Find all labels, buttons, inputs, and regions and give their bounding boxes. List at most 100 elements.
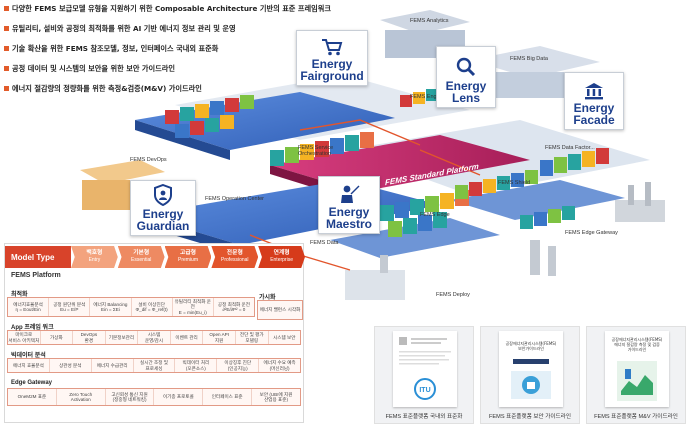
section-title: 최적화 <box>11 292 28 298</box>
bullet-item: 유틸리티, 설비와 공정의 최적화를 위한 AI 기반 에너지 정보 관리 및 … <box>4 24 374 33</box>
label-fems-edge: FEMS Edge <box>420 212 450 218</box>
callout-energy-lens: Energy Lens <box>436 46 496 108</box>
section-cells: 에너지 밸런스 시각화 <box>257 300 303 320</box>
bullet-item: 공정 데이터 및 시스템의 보안을 위한 보안 가이드라인 <box>4 64 374 73</box>
section-cells: 마이크로 서비스 아키텍처 가상화 DevOps 환경 기본정보관리 시스템 운… <box>7 330 301 345</box>
label-fems-data: FEMS Data <box>310 240 339 246</box>
label-fems-edge-gateway: FEMS Edge Gateway <box>565 230 618 236</box>
section-title: App 프레임 워크 <box>11 325 54 331</box>
shield-person-icon <box>154 184 172 206</box>
document-header: 공장에너지관리시스템(FEMS) 에너지 절감량 측정 및 검증 가이드라인 <box>611 337 663 352</box>
section-big-data-analysis: 빅데이터 분석 에너지 효율분석 상관성 분석 에너지 수급관리 실시간 조정 … <box>7 350 301 373</box>
svg-text:ITU: ITU <box>419 387 430 394</box>
document-page: ITU <box>393 331 457 407</box>
capability-cell: 시스템 운영/감시 <box>138 331 171 344</box>
section-title: 빅데이터 분석 <box>11 353 46 359</box>
capability-cell: 마이크로 서비스 아키텍처 <box>8 331 41 344</box>
label-fems-data-factory: FEMS Data Factor... <box>545 145 595 151</box>
document-caption: FEMS 표준플랫폼 국내외 표준화 <box>385 414 463 420</box>
bullet-square-icon <box>4 46 9 51</box>
document-page: 공장에너지관리시스템(FEMS) 에너지 절감량 측정 및 검증 가이드라인 <box>605 331 669 407</box>
callout-title: Energy Maestro <box>325 205 372 231</box>
bullet-item: 기술 확산을 위한 FEMS 참조모델, 정보, 인터페이스 국내외 표준화 <box>4 44 374 53</box>
capability-cell: 에너지 효율분석 <box>8 359 50 372</box>
conductor-icon <box>341 185 360 203</box>
capability-cell: 실시간 조정 및 프로세싱 <box>134 359 176 372</box>
capability-cell: 이상징후 진단 (인공지능) <box>217 359 260 372</box>
capability-cell: 빅데이터 처리 (오픈소스) <box>175 359 218 372</box>
capability-cell: 전단 및 평가 모델링 <box>236 331 269 344</box>
section-optimization: 최적화 에너지효율분석 η = Eout/Ein 공정 원단위 분석 Eu = … <box>7 289 255 317</box>
bank-building-icon <box>585 83 603 100</box>
callout-title: Energy Fairground <box>300 57 364 83</box>
capability-cell: 인터페이스 표준 <box>203 389 253 405</box>
document-card: 공장에너지관리시스템(FEMS) 보안가이드라인 FEMS 표준플랫폼 보안 가… <box>480 326 580 424</box>
document-caption: FEMS 표준플랫폼 보안 가이드라인 <box>489 414 571 420</box>
cube-clusters <box>165 89 609 237</box>
capability-cell: 에너지 수급관리 <box>92 359 134 372</box>
section-cells: 에너지효율분석 η = Eout/Ein 공정 원단위 분석 Eu = E/P … <box>7 297 255 317</box>
callout-title: Energy Lens <box>445 79 487 105</box>
document-caption: FEMS 표준플랫폼 M&V 가이드라인 <box>594 414 678 420</box>
capability-cell: OneM2M 표준 <box>8 389 57 405</box>
standards-documents: ITU FEMS 표준플랫폼 국내외 표준화 공장에너지관리시스템(FEMS) … <box>374 326 686 424</box>
label-fems-operation-center: FEMS Operation Center <box>205 196 264 202</box>
capability-cell: 에너지 밸런스 시각화 <box>259 307 301 313</box>
capability-cell: 가상화 <box>41 331 74 344</box>
callout-energy-fairground: Energy Fairground <box>296 30 368 86</box>
callout-title: Energy Facade <box>573 101 615 127</box>
capability-cell: Open API 지원 <box>203 331 236 344</box>
document-card: ITU FEMS 표준플랫폼 국내외 표준화 <box>374 326 474 424</box>
section-visualization: 가시화 에너지 밸런스 시각화 <box>257 292 303 320</box>
document-page: 공장에너지관리시스템(FEMS) 보안가이드라인 <box>499 331 563 407</box>
shopping-cart-icon <box>322 39 343 56</box>
capability-cell: DevOps 환경 <box>73 331 106 344</box>
callout-title: Energy Guardian <box>136 207 190 233</box>
capability-cell: 보안 (UBI에 지원 산업용 표준) <box>259 391 293 402</box>
bullet-item: 다양한 FEMS 보급모델 유형을 지원하기 위한 Composable Arc… <box>4 4 374 13</box>
bullet-item: 에너지 절감량의 정량화를 위한 측정&검증(M&V) 가이드라인 <box>4 84 374 93</box>
bullet-square-icon <box>4 26 9 31</box>
capability-cell: 상관성 분석 <box>50 359 92 372</box>
itu-logo-icon: ITU <box>399 337 451 400</box>
capability-cell: 유틸리티 최적화 운전 E = min(Eu_i) <box>173 298 214 316</box>
capability-cell: 에너지효율분석 η = Eout/Ein <box>8 298 50 316</box>
buildings <box>80 10 665 300</box>
label-fems-deploy: FEMS Deploy <box>436 292 470 298</box>
label-fems-analytics: FEMS Analytics <box>410 18 449 24</box>
label-fems-shield: FEMS Shield <box>498 180 531 186</box>
section-cells: 에너지 효율분석 상관성 분석 에너지 수급관리 실시간 조정 및 프로세싱 빅… <box>7 358 301 373</box>
callout-energy-facade: Energy Facade <box>564 72 624 130</box>
document-header: 공장에너지관리시스템(FEMS) 보안가이드라인 <box>505 341 557 351</box>
bullet-square-icon <box>4 86 9 91</box>
security-illustration-icon <box>511 371 551 399</box>
capability-cell: Zero Touch Activation <box>57 389 106 405</box>
magnifier-icon <box>456 57 476 77</box>
label-fems-service-orchestration: FEMS Service Orchestration <box>298 145 334 157</box>
capability-cell: 공정 최적화 운전 ∂²E/∂P² = 0 <box>217 301 251 312</box>
capability-cell: 공정 원단위 분석 Eu = E/P <box>49 298 91 316</box>
capability-cell: 이기종 프로토콜 <box>154 389 204 405</box>
label-fems-engine: FEMS Eng... <box>410 94 442 100</box>
section-cells: OneM2M 표준 Zero Touch Activation 고신뢰성 통신 … <box>7 388 301 406</box>
section-edge-gateway: Edge Gateway OneM2M 표준 Zero Touch Activa… <box>7 380 301 406</box>
feature-bullet-list: 다양한 FEMS 보급모델 유형을 지원하기 위한 Composable Arc… <box>4 4 374 104</box>
section-app-framework: App 프레임 워크 마이크로 서비스 아키텍처 가상화 DevOps 환경 기… <box>7 322 301 345</box>
model-type-header: Model Type <box>5 246 71 268</box>
bullet-square-icon <box>4 6 9 11</box>
capability-cell: 이벤트 관리 <box>171 331 204 344</box>
callout-energy-guardian: Energy Guardian <box>130 180 196 236</box>
capability-cell: 에너지 수요 예측 (머신러닝) <box>263 360 296 371</box>
section-title: Edge Gateway <box>11 380 53 386</box>
label-fems-big-data: FEMS Big Data <box>510 56 548 62</box>
platform-title: FEMS Platform <box>11 272 61 279</box>
section-title: 가시화 <box>259 295 276 301</box>
